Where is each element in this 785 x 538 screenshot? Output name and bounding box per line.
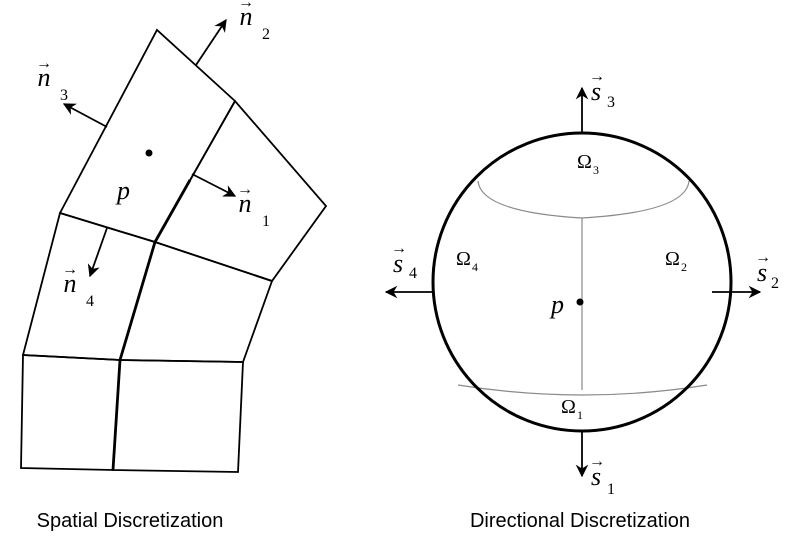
normal-label-1: n 1 → bbox=[237, 181, 270, 230]
svg-text:1: 1 bbox=[577, 408, 583, 422]
direction-sphere bbox=[431, 131, 733, 433]
vector-accent: → bbox=[391, 240, 407, 257]
svg-text:s: s bbox=[757, 258, 767, 287]
mesh-cell-p bbox=[58, 28, 237, 244]
svg-text:4: 4 bbox=[409, 265, 417, 282]
directional-point-label: p bbox=[549, 290, 564, 319]
svg-text:1: 1 bbox=[607, 481, 615, 498]
svg-text:Ω: Ω bbox=[456, 248, 471, 270]
vector-accent: → bbox=[589, 453, 605, 470]
svg-text:3: 3 bbox=[60, 87, 68, 104]
mesh-cell-middle-right bbox=[118, 240, 274, 363]
svg-text:Ω: Ω bbox=[665, 248, 680, 270]
vector-accent: → bbox=[62, 261, 78, 278]
sphere-lower-band bbox=[457, 384, 708, 396]
svg-text:s: s bbox=[591, 462, 601, 491]
solid-angle-label-2: Ω 2 bbox=[665, 248, 687, 274]
mesh-edge-bold-2 bbox=[118, 241, 157, 361]
spatial-point-label: p bbox=[115, 176, 130, 205]
solid-angle-label-1: Ω 1 bbox=[561, 396, 583, 422]
vector-accent: → bbox=[237, 181, 253, 198]
directional-caption: Directional Discretization bbox=[470, 510, 690, 532]
spatial-point-dot bbox=[145, 149, 153, 157]
svg-text:n: n bbox=[38, 63, 51, 92]
svg-text:2: 2 bbox=[262, 26, 270, 43]
normal-arrow-3 bbox=[62, 103, 108, 128]
svg-text:n: n bbox=[64, 269, 77, 298]
direction-label-3: s 3 → bbox=[589, 68, 615, 111]
normal-label-2: n 2 → bbox=[238, 0, 270, 43]
spatial-caption: Spatial Discretization bbox=[37, 510, 224, 532]
svg-text:3: 3 bbox=[607, 94, 615, 111]
svg-text:2: 2 bbox=[771, 275, 779, 292]
normal-label-4: n 4 → bbox=[62, 261, 94, 310]
mesh-cell-bottom-left bbox=[20, 354, 121, 471]
directional-point-dot bbox=[576, 298, 584, 306]
svg-text:n: n bbox=[240, 2, 253, 31]
svg-text:4: 4 bbox=[472, 260, 478, 274]
direction-label-2: s 2 → bbox=[755, 249, 779, 292]
mesh-edge-bold-3 bbox=[111, 359, 122, 471]
normal-arrow-1 bbox=[191, 173, 237, 197]
normal-label-3: n 3 → bbox=[36, 55, 68, 104]
svg-text:s: s bbox=[591, 77, 601, 106]
svg-text:1: 1 bbox=[262, 213, 270, 230]
direction-label-4: s 4 → bbox=[391, 240, 417, 282]
svg-text:2: 2 bbox=[681, 260, 687, 274]
svg-text:n: n bbox=[239, 189, 252, 218]
solid-angle-label-3: Ω 3 bbox=[577, 151, 599, 177]
spatial-mesh bbox=[20, 28, 328, 473]
svg-text:s: s bbox=[393, 249, 403, 278]
vector-accent: → bbox=[755, 249, 771, 266]
svg-text:3: 3 bbox=[593, 163, 599, 177]
mesh-edge-bold-1 bbox=[153, 179, 192, 243]
normal-arrow-2 bbox=[195, 18, 227, 66]
mesh-cell-middle-left bbox=[21, 211, 157, 361]
svg-text:4: 4 bbox=[86, 293, 94, 310]
svg-text:Ω: Ω bbox=[561, 396, 576, 418]
direction-label-1: s 1 → bbox=[589, 453, 615, 498]
solid-angle-label-4: Ω 4 bbox=[456, 248, 478, 274]
mesh-cell-bottom-right bbox=[112, 359, 244, 473]
vector-accent: → bbox=[589, 68, 605, 85]
vector-accent: → bbox=[36, 55, 52, 72]
svg-text:Ω: Ω bbox=[577, 151, 592, 173]
normal-arrow-4 bbox=[87, 227, 108, 278]
sphere-upper-band bbox=[477, 180, 690, 219]
vector-accent: → bbox=[238, 0, 254, 11]
